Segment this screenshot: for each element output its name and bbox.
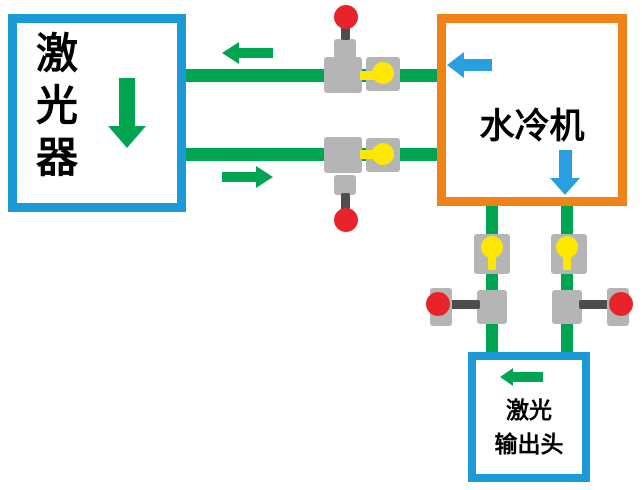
flow-arrow-right-icon <box>222 166 273 188</box>
valve-bonnet <box>334 175 356 195</box>
yellow-valve-ball-icon <box>372 62 394 84</box>
pipe-vertical-left <box>486 204 498 352</box>
arrow-head <box>108 126 146 148</box>
valve-stem <box>448 300 480 309</box>
yellow-valve-stem <box>360 150 374 159</box>
flow-arrow-left-icon <box>222 42 273 64</box>
chiller-down-arrow-icon <box>550 150 580 195</box>
arrow-head <box>222 42 239 64</box>
valve-bonnet <box>334 39 356 59</box>
valve-stem <box>579 300 611 309</box>
valve-tee-body <box>552 290 582 324</box>
yellow-valve-ball-icon <box>481 236 503 258</box>
water-chiller-box <box>437 14 627 206</box>
yellow-valve-stem <box>563 254 571 270</box>
arrow-shaft <box>239 48 273 58</box>
laser-down-arrow-icon <box>108 78 146 148</box>
arrow-shaft <box>119 78 135 126</box>
output-left-arrow-icon <box>500 368 543 386</box>
valve-stem <box>341 193 350 213</box>
yellow-valve-stem <box>360 71 374 80</box>
chiller-box-label: 水冷机 <box>479 107 585 147</box>
laser-box-label: 激 光 器 <box>36 29 79 182</box>
arrow-shaft <box>558 150 572 178</box>
red-valve-knob-icon <box>334 208 358 232</box>
valve-tee-body <box>324 137 362 173</box>
valve-tee-body <box>477 290 507 324</box>
laser-box <box>8 14 186 212</box>
arrow-head <box>447 52 464 78</box>
arrow-head <box>256 166 273 188</box>
arrow-shaft <box>222 172 256 182</box>
red-valve-knob-icon <box>426 292 450 316</box>
red-valve-knob-icon <box>334 5 358 29</box>
output-head-box-label: 激光 输出头 <box>494 398 564 458</box>
yellow-valve-stem <box>488 254 496 270</box>
arrow-shaft <box>513 372 543 382</box>
pipe-vertical-right <box>561 204 573 352</box>
yellow-valve-ball-icon <box>556 236 578 258</box>
valve-stem <box>341 20 350 40</box>
arrow-head <box>500 368 513 386</box>
valve-tee-body <box>324 57 362 93</box>
red-valve-knob-icon <box>609 292 633 316</box>
chiller-left-arrow-icon <box>447 52 492 78</box>
arrow-shaft <box>464 59 492 71</box>
arrow-head <box>550 178 580 195</box>
yellow-valve-ball-icon <box>372 143 394 165</box>
